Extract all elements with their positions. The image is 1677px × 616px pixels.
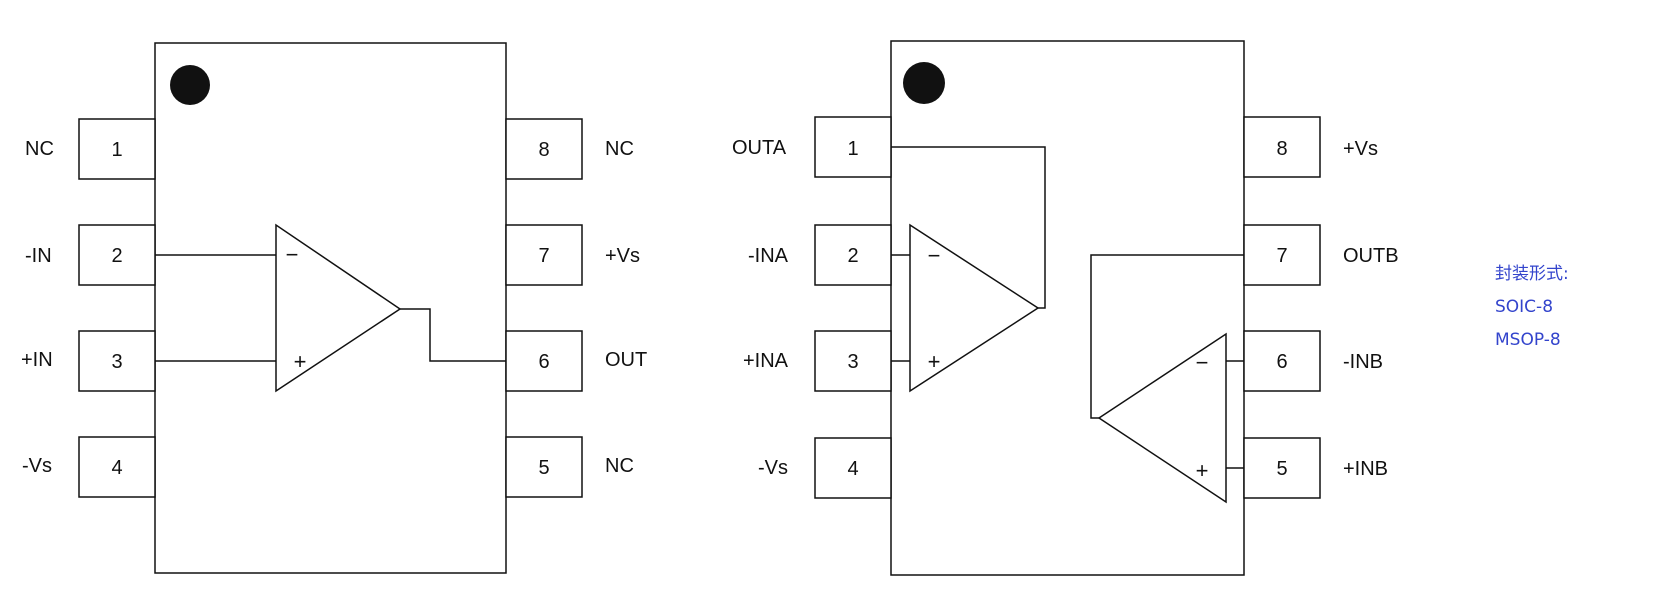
pin-box xyxy=(1243,330,1321,392)
pin-number: 8 xyxy=(1276,138,1287,160)
pin-4: 4 -Vs xyxy=(22,436,156,498)
pin-box xyxy=(1243,116,1321,178)
pin-label: NC xyxy=(605,455,634,477)
pin-number: 5 xyxy=(538,457,549,479)
inverting-input-sign: − xyxy=(286,242,299,267)
noninverting-input-sign: + xyxy=(928,349,941,374)
package-msop8: MSOP-8 xyxy=(1495,330,1561,350)
pin-label: NC xyxy=(25,138,54,160)
pin-box xyxy=(814,116,892,178)
package-note-title: 封装形式: xyxy=(1495,264,1569,284)
pin-3: 3 +INA xyxy=(743,330,892,392)
pin-number: 1 xyxy=(111,139,122,161)
pin-7: 7 +Vs xyxy=(505,224,640,286)
pin-6: 6 -INB xyxy=(1243,330,1383,392)
pin-number: 8 xyxy=(538,139,549,161)
pin-box xyxy=(814,330,892,392)
pin-box xyxy=(505,436,583,498)
noninverting-input-sign: + xyxy=(294,349,307,374)
pin-number: 2 xyxy=(111,245,122,267)
pin-number: 6 xyxy=(538,351,549,373)
pin-label: -Vs xyxy=(758,457,788,479)
pin-label: OUT xyxy=(605,349,647,371)
pin-number: 2 xyxy=(847,245,858,267)
inverting-input-sign: − xyxy=(1196,350,1209,375)
pin-box xyxy=(78,118,156,180)
package-soic8: SOIC-8 xyxy=(1495,297,1554,317)
pin-number: 1 xyxy=(847,138,858,160)
pin-label: OUTA xyxy=(732,137,787,159)
wire-output-b-to-pin7 xyxy=(1090,254,1244,419)
pin-box xyxy=(505,118,583,180)
pin-box xyxy=(1243,437,1321,499)
pin-5: 5 +INB xyxy=(1243,437,1388,499)
wire-output-to-pin6 xyxy=(400,308,506,362)
inverting-input-sign: − xyxy=(928,243,941,268)
pin-2: 2 -IN xyxy=(25,224,156,286)
pin-label: NC xyxy=(605,138,634,160)
pin-label: +INB xyxy=(1343,458,1388,480)
pin-3: 3 +IN xyxy=(21,330,156,392)
pin-box xyxy=(814,224,892,286)
pin-label: OUTB xyxy=(1343,245,1399,267)
pin1-marker-dot xyxy=(903,62,945,104)
chip-single-opamp: 1 NC 2 -IN 3 +IN 4 -Vs 8 NC 7 +Vs xyxy=(21,42,647,574)
pin-label: -IN xyxy=(25,245,52,267)
pin-number: 4 xyxy=(847,458,858,480)
opamp-a: − + xyxy=(909,223,1040,393)
pin-1: 1 NC xyxy=(25,118,156,180)
pin-label: -INA xyxy=(748,245,789,267)
opamp-b: − + xyxy=(1097,332,1227,504)
pin-number: 4 xyxy=(111,457,122,479)
pin-label: +IN xyxy=(21,349,53,371)
pin-number: 6 xyxy=(1276,351,1287,373)
chip-dual-opamp: 1 OUTA 2 -INA 3 +INA 4 -Vs 8 +Vs 7 OUTB xyxy=(732,40,1399,576)
package-note: 封装形式: SOIC-8 MSOP-8 xyxy=(1495,258,1569,357)
pin-box xyxy=(1243,224,1321,286)
pin-number: 5 xyxy=(1276,458,1287,480)
pin-8: 8 +Vs xyxy=(1243,116,1378,178)
pin-6: 6 OUT xyxy=(505,330,647,392)
pin-8: 8 NC xyxy=(505,118,634,180)
pin-box xyxy=(78,436,156,498)
pin-2: 2 -INA xyxy=(748,224,892,286)
pin-4: 4 -Vs xyxy=(758,437,892,499)
opamp-triangle xyxy=(1097,332,1227,504)
wire-output-a-to-pin1 xyxy=(891,146,1046,309)
pin-label: -INB xyxy=(1343,351,1383,373)
pin-5: 5 NC xyxy=(505,436,634,498)
pin-number: 7 xyxy=(1276,245,1287,267)
pin-number: 3 xyxy=(847,351,858,373)
pin-box xyxy=(78,224,156,286)
opamp: − + xyxy=(275,223,402,393)
pin-7: 7 OUTB xyxy=(1243,224,1399,286)
pin-box xyxy=(505,224,583,286)
opamp-triangle xyxy=(909,223,1040,393)
pin-1: 1 OUTA xyxy=(732,116,892,178)
noninverting-input-sign: + xyxy=(1196,458,1209,483)
pin-box xyxy=(814,437,892,499)
pin-label: -Vs xyxy=(22,455,52,477)
pin-label: +INA xyxy=(743,350,789,372)
pin-number: 7 xyxy=(538,245,549,267)
pin1-marker-dot xyxy=(170,65,210,105)
pin-label: +Vs xyxy=(1343,138,1378,160)
pin-label: +Vs xyxy=(605,245,640,267)
pin-number: 3 xyxy=(111,351,122,373)
opamp-triangle xyxy=(275,223,402,393)
